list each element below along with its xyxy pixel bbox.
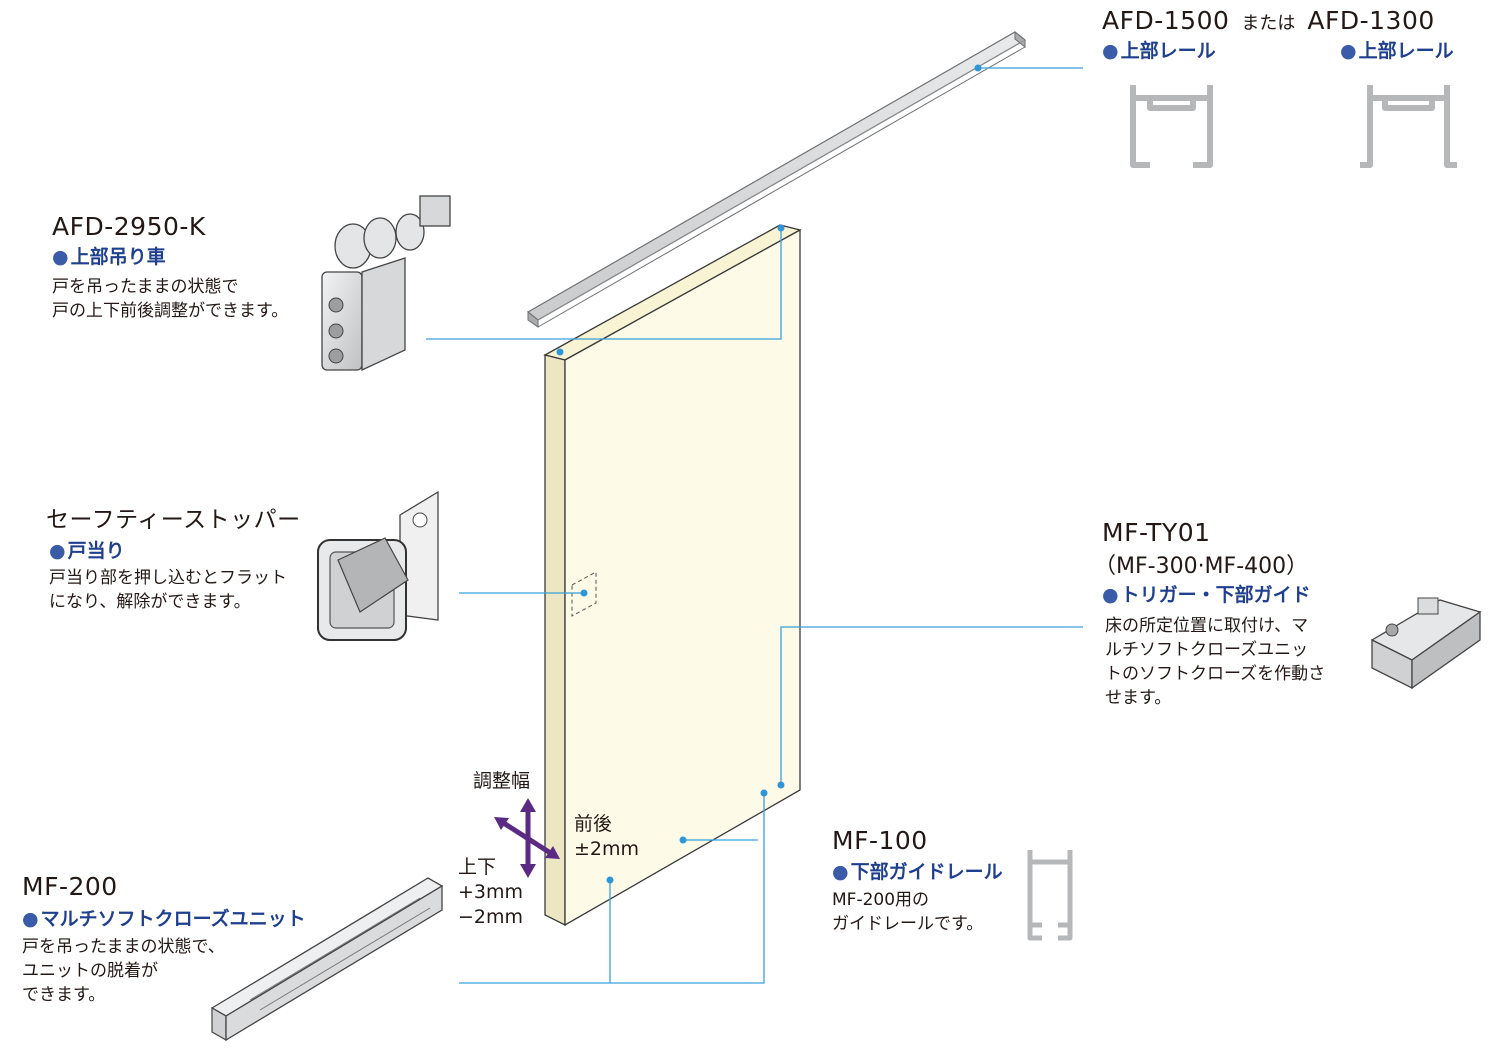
- bullet-icon: ●: [49, 540, 66, 562]
- guide-rail-code: MF-100: [832, 826, 928, 855]
- closer-illustration: [210, 877, 444, 1042]
- stopper-subtitle: ●戸当り: [49, 540, 125, 562]
- bullet-icon: ●: [1102, 584, 1119, 606]
- hanger-description: 戸を吊ったままの状態で 戸の上下前後調整ができます。: [52, 277, 289, 321]
- guide-rail-description: MF-200用の ガイドレールです。: [832, 890, 984, 934]
- trigger-subtitle: ●トリガー・下部ガイド: [1102, 584, 1311, 606]
- guide-rail-subtitle: ●下部ガイドレール: [832, 861, 1003, 883]
- bullet-icon: ●: [1340, 40, 1357, 62]
- hanger-illustration: [321, 195, 451, 372]
- stopper-illustration: [317, 490, 439, 641]
- trigger-variants: （MF-300·MF-400）: [1094, 554, 1309, 579]
- stopper-description: 戸当り部を押し込むとフラット になり、解除ができます。: [49, 568, 287, 612]
- rail-profile-mf100: [1027, 850, 1073, 941]
- hanger-code: AFD-2950-K: [52, 212, 206, 241]
- leader-dots: [556, 64, 982, 884]
- bullet-icon: ●: [832, 861, 849, 883]
- bullet-icon: ●: [22, 908, 39, 930]
- bullet-icon: ●: [1102, 40, 1119, 62]
- closer-code: MF-200: [22, 872, 118, 901]
- adjustment-title: 調整幅: [473, 770, 531, 792]
- hanger-subtitle: ●上部吊り車: [52, 246, 166, 268]
- adjustment-up-down: 上下 +3mm −2mm: [458, 856, 524, 928]
- subtitle-afd1500: ●上部レール: [1102, 40, 1216, 62]
- rail-connector: または: [1241, 13, 1296, 34]
- subtitle-afd1300: ●上部レール: [1340, 40, 1454, 62]
- top-rail-codes: AFD-1500 または AFD-1300: [1102, 6, 1435, 35]
- trigger-description: 床の所定位置に取付け、マ ルチソフトクローズユニッ トのソフトクローズを作動さ …: [1105, 616, 1326, 708]
- code-afd1500: AFD-1500: [1102, 6, 1230, 35]
- code-afd1300: AFD-1300: [1307, 6, 1435, 35]
- stopper-title: セーフティーストッパー: [46, 507, 301, 533]
- closer-description: 戸を吊ったままの状態で、 ユニットの脱着が できます。: [22, 937, 225, 1005]
- rail-profile-afd1500: [1130, 85, 1213, 168]
- rail-profile-afd1300: [1360, 85, 1457, 168]
- trigger-code: MF-TY01: [1102, 518, 1211, 547]
- adjustment-arrows: [494, 798, 560, 878]
- bullet-icon: ●: [52, 246, 69, 268]
- adjustment-front-back: 前後 ±2mm: [574, 813, 640, 860]
- leader-lines: [426, 67, 1083, 984]
- closer-subtitle: ●マルチソフトクローズユニット: [22, 908, 306, 930]
- top-rail: [526, 30, 1027, 328]
- door-panel: [543, 224, 802, 927]
- trigger-illustration: [1370, 597, 1482, 690]
